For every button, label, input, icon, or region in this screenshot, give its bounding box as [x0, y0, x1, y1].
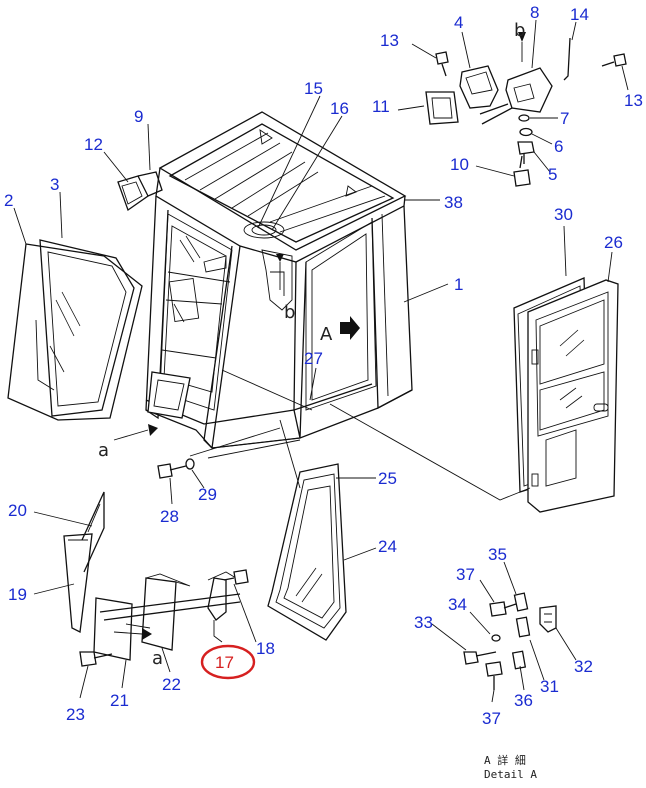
part-label-37b: 37 — [482, 709, 501, 728]
part-label-11: 11 — [372, 97, 390, 116]
part-label-8: 8 — [530, 3, 539, 22]
part-14-pin — [563, 37, 571, 81]
part-label-29: 29 — [198, 485, 217, 504]
view-A-arrow-icon — [340, 316, 360, 340]
highlight-ring-part-17 — [200, 644, 256, 680]
cab-frame — [145, 111, 413, 450]
part-18-bolt — [223, 569, 249, 585]
part-label-21: 21 — [110, 691, 129, 710]
part-label-23: 23 — [66, 705, 85, 724]
view-arrows — [113, 32, 526, 640]
part-label-10: 10 — [450, 155, 469, 174]
part-label-34: 34 — [448, 595, 467, 614]
part-12-light — [117, 171, 163, 212]
part-label-17: 17 — [215, 653, 234, 672]
part-19-20-bracket — [63, 491, 105, 633]
view-label-A-arrow: A — [320, 324, 333, 345]
detail-a-hardware — [463, 592, 557, 690]
front-lower-glass — [147, 371, 191, 419]
part-label-5: 5 — [548, 165, 557, 184]
part-label-38: 38 — [444, 193, 463, 212]
part-label-27: 27 — [304, 349, 323, 368]
view-label-b-mid: b — [284, 302, 295, 323]
detail-caption-en: Detail A — [484, 768, 537, 781]
part-label-18: 18 — [256, 639, 275, 658]
part-24-25-door-glass — [267, 463, 347, 641]
part-label-32: 32 — [574, 657, 593, 676]
part-10-bolt — [513, 155, 531, 187]
part-label-20: 20 — [8, 501, 27, 520]
detail-caption-jp: A 詳 細 — [484, 753, 526, 767]
part-label-3: 3 — [50, 175, 59, 194]
part-21-22-stay — [93, 571, 241, 661]
part-label-1: 1 — [454, 275, 463, 294]
part-label-31: 31 — [540, 677, 559, 696]
part-11-lamp — [425, 91, 459, 125]
part-label-13b: 13 — [624, 91, 643, 110]
part-13-bolt-top — [435, 51, 449, 77]
part-label-13a: 13 — [380, 31, 399, 50]
part-23-bolt — [79, 651, 113, 667]
part-label-19: 19 — [8, 585, 27, 604]
part-label-15: 15 — [304, 79, 323, 98]
leader-lines — [13, 19, 629, 703]
part-5-6-7-hardware — [517, 114, 535, 164]
view-label-a-left: a — [98, 440, 109, 461]
part-label-14: 14 — [570, 5, 589, 24]
part-label-26: 26 — [604, 233, 623, 252]
part-label-28: 28 — [160, 507, 179, 526]
part-number-labels: 2 3 12 9 15 16 38 1 30 26 27 25 24 20 19… — [4, 3, 643, 728]
part-4-lamp-body — [459, 65, 499, 109]
part-28-29-bolt — [157, 458, 195, 479]
part-label-35: 35 — [488, 545, 507, 564]
part-label-25: 25 — [378, 469, 397, 488]
part-2-3-side-window — [7, 239, 143, 421]
part-label-30: 30 — [554, 205, 573, 224]
part-label-33: 33 — [414, 613, 433, 632]
part-26-30-door — [513, 277, 619, 513]
view-label-b-top: b — [514, 20, 525, 41]
part-label-4: 4 — [454, 13, 463, 32]
part-label-7: 7 — [560, 109, 569, 128]
part-8-bracket — [479, 67, 553, 125]
part-label-12: 12 — [84, 135, 103, 154]
part-label-37a: 37 — [456, 565, 475, 584]
part-label-6: 6 — [554, 137, 563, 156]
part-label-2: 2 — [4, 191, 13, 210]
part-label-22: 22 — [162, 675, 181, 694]
part-label-24: 24 — [378, 537, 397, 556]
part-label-9: 9 — [134, 107, 143, 126]
part-13-bolt-right — [601, 53, 627, 67]
view-label-a-lower: a — [152, 648, 163, 669]
part-label-36: 36 — [514, 691, 533, 710]
part-label-16: 16 — [330, 99, 349, 118]
